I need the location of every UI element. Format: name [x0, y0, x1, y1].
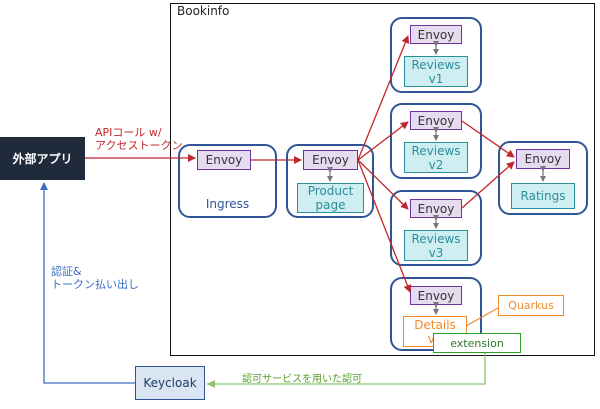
reviews-v3-service: Reviews v3	[404, 230, 468, 261]
arrowhead-extension-to-keycloak	[207, 380, 215, 388]
ingress-label: Ingress	[205, 197, 250, 211]
reviews-v1-line1: Reviews	[411, 57, 461, 72]
reviews-v1-envoy: Envoy	[410, 25, 462, 44]
extension-box: extension	[433, 333, 521, 353]
productpage-service: Product page	[297, 183, 364, 213]
auth-label-line1: 認証&	[51, 265, 82, 278]
reviews-v3-envoy: Envoy	[410, 199, 462, 218]
api-call-label: APIコール w/ アクセストークン	[95, 126, 182, 152]
ratings-label: Ratings	[520, 189, 566, 203]
reviews-v1-service: Reviews v1	[404, 56, 468, 87]
api-call-label-line1: APIコール w/	[95, 126, 162, 139]
auth-label: 認証& トークン払い出し	[51, 265, 139, 291]
productpage-line2: page	[315, 198, 346, 212]
quarkus-box: Quarkus	[498, 295, 564, 316]
ratings-service: Ratings	[511, 183, 575, 209]
authz-label: 認可サービスを用いた認可	[242, 374, 362, 385]
details-envoy: Envoy	[410, 286, 462, 305]
external-app-box: 外部アプリ	[0, 137, 85, 180]
reviews-v2-service: Reviews v2	[404, 142, 468, 173]
details-line1: Details	[414, 317, 456, 332]
reviews-v1-line2: v1	[428, 71, 444, 86]
auth-label-line2: トークン払い出し	[51, 278, 139, 291]
ingress-envoy: Envoy	[197, 150, 251, 170]
reviews-v2-envoy: Envoy	[410, 111, 462, 130]
reviews-v2-line2: v2	[428, 157, 444, 172]
productpage-line1: Product	[307, 184, 354, 198]
reviews-v2-line1: Reviews	[411, 143, 461, 158]
reviews-v3-line2: v3	[428, 245, 444, 260]
keycloak-box: Keycloak	[135, 366, 205, 400]
reviews-v3-line1: Reviews	[411, 231, 461, 246]
api-call-label-line2: アクセストークン	[95, 139, 183, 152]
bookinfo-title: Bookinfo	[177, 4, 230, 18]
ratings-envoy: Envoy	[516, 149, 570, 169]
productpage-envoy: Envoy	[303, 150, 358, 170]
